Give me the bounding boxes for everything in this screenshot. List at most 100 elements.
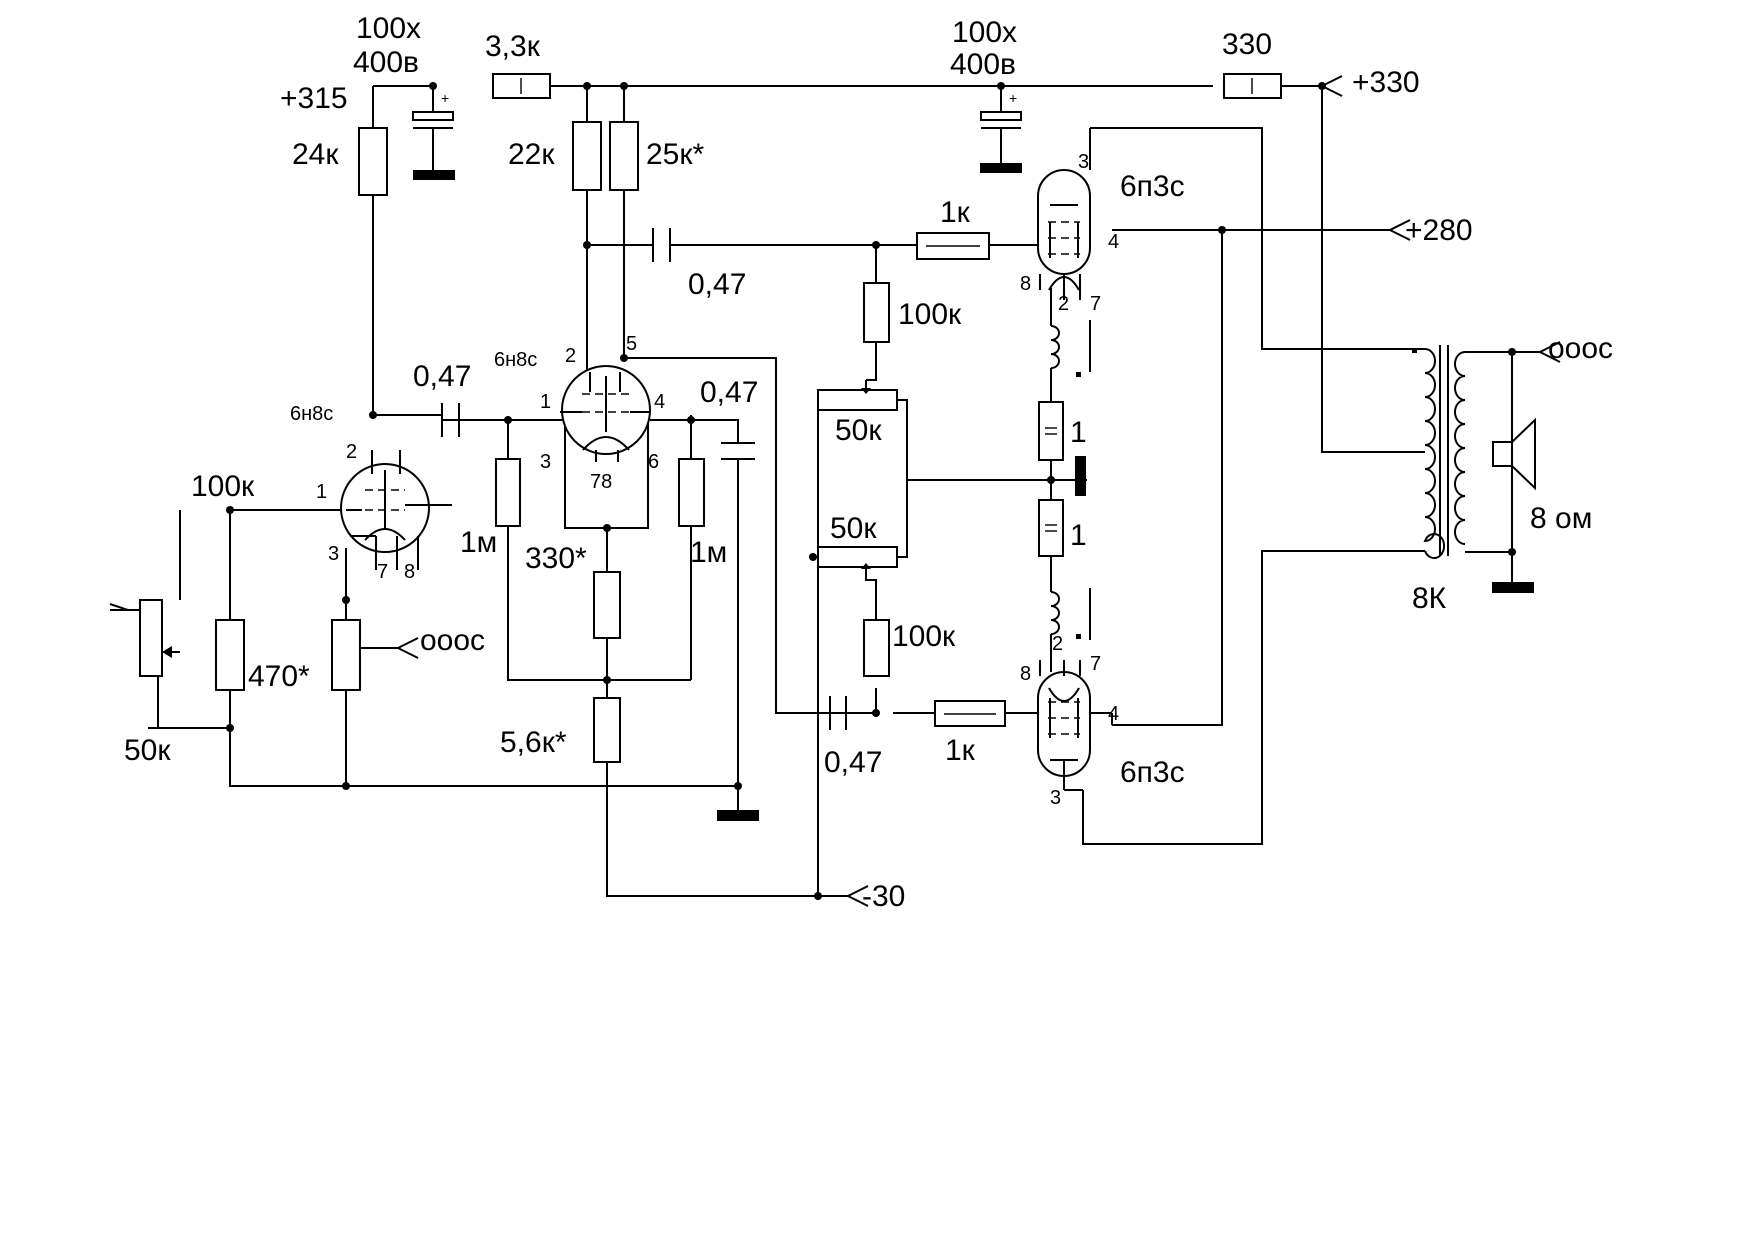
pin-labels: 2 1 3 7 8 2 5 1 4 3 6 78 3 4 8 2 7 2 7 8… xyxy=(316,151,1119,809)
pin-label: 3 xyxy=(1078,151,1089,173)
resistor-1-bot xyxy=(1038,499,1064,557)
label-pot-50k-bot: 50к xyxy=(830,512,877,545)
label-c1-voltage: 400в xyxy=(353,46,419,79)
pin-label: 2 xyxy=(1058,293,1069,315)
label-r-25k: 25к* xyxy=(646,138,704,171)
label-r-1m-right: 1м xyxy=(690,536,727,569)
label-r-470: 470* xyxy=(248,660,310,693)
label-pot-50k-in: 50к xyxy=(124,734,171,767)
choke-bottom xyxy=(1050,588,1091,640)
resistor-5k6 xyxy=(593,697,621,763)
label-tube-v3: 6п3с xyxy=(1120,170,1185,203)
potentiometer-50k-bot xyxy=(817,546,898,568)
label-r-100k-top: 100к xyxy=(898,298,962,331)
label-r-1-bot: 1 xyxy=(1070,519,1087,552)
pin-label: 5 xyxy=(626,333,637,355)
tubes xyxy=(340,169,1113,791)
chokes xyxy=(1050,320,1091,640)
resistor-24k xyxy=(358,127,388,196)
potentiometer-50k-top xyxy=(817,389,898,411)
pin-label: 6 xyxy=(648,451,659,473)
label-r-100k-bot: 100к xyxy=(892,620,956,653)
label-minus30: -30 xyxy=(862,880,905,913)
potentiometers xyxy=(139,380,898,728)
label-c-047-right: 0,47 xyxy=(700,376,758,409)
label-r-100k-in: 100к xyxy=(191,470,255,503)
pin-label: 78 xyxy=(590,471,612,493)
ground-symbols xyxy=(717,456,1534,821)
resistor-100k-bot xyxy=(863,619,890,677)
pin-label: 3 xyxy=(1050,787,1061,809)
output-transformer xyxy=(1412,345,1466,559)
label-c1-value: 100х xyxy=(356,12,421,45)
label-c-047-bot: 0,47 xyxy=(824,746,882,779)
resistor-25k xyxy=(609,121,639,191)
component-labels: 100х 400в 100х 400в 3,3к 330 24к 22к 25к… xyxy=(124,12,1613,779)
resistor-1m-right xyxy=(678,458,705,527)
label-c-047-top: 0,47 xyxy=(688,268,746,301)
label-r-5k6: 5,6к* xyxy=(500,726,567,759)
ground-bar-bottom xyxy=(717,810,759,821)
label-r-330-cathode: 330* xyxy=(525,542,587,575)
pin-label: 7 xyxy=(1090,653,1101,675)
pin-label: 7 xyxy=(1090,293,1101,315)
pin-label: 8 xyxy=(404,561,415,583)
label-r-22k: 22к xyxy=(508,138,555,171)
label-plus280: +280 xyxy=(1405,214,1473,247)
resistor-470 xyxy=(331,619,361,691)
tube-labels: 6н8с 6н8с 6п3с 6п3с xyxy=(290,170,1185,789)
potentiometer-50k-input xyxy=(139,599,163,677)
label-pot-50k-top: 50к xyxy=(835,414,882,447)
ground-bar-mid xyxy=(1075,456,1086,496)
capacitor-047-right xyxy=(721,442,755,460)
label-tube-v2: 6н8с xyxy=(494,349,537,371)
label-transformer: 8К xyxy=(1412,582,1447,615)
pin-label: 4 xyxy=(1108,703,1119,725)
label-ooos-out: ооос xyxy=(1548,332,1613,365)
svg-text:+: + xyxy=(441,90,449,106)
tube-v4 xyxy=(1037,660,1113,791)
label-plus330: +330 xyxy=(1352,66,1420,99)
svg-text:+: + xyxy=(1009,90,1017,106)
pin-label: 1 xyxy=(540,391,551,413)
pin-label: 4 xyxy=(1108,231,1119,253)
label-r-1-top: 1 xyxy=(1070,416,1087,449)
choke-top xyxy=(1050,320,1091,377)
supply-labels: +315 +330 +280 -30 xyxy=(280,66,1473,913)
tube-v3 xyxy=(1037,169,1091,300)
capacitor-100x-400v-1: + xyxy=(412,90,455,180)
pin-label: 7 xyxy=(377,561,388,583)
tube-v2 xyxy=(560,365,651,462)
pin-label: 4 xyxy=(654,391,665,413)
capacitors: + + xyxy=(412,90,1022,730)
label-ooos-in: ооос xyxy=(420,624,485,657)
pin-label: 3 xyxy=(328,543,339,565)
capacitor-047-bot xyxy=(776,696,864,730)
label-plus315: +315 xyxy=(280,82,348,115)
resistor-22k xyxy=(572,121,602,191)
pin-label: 8 xyxy=(1020,273,1031,295)
pin-label: 3 xyxy=(540,451,551,473)
junction-dots xyxy=(226,82,1516,900)
label-r-1k-top: 1к xyxy=(940,196,971,229)
label-r-1k-bot: 1к xyxy=(945,734,976,767)
ground-bar-speaker xyxy=(1492,582,1534,593)
resistor-100k-in xyxy=(215,619,245,691)
wires xyxy=(109,75,1561,907)
pin-label: 1 xyxy=(316,481,327,503)
speaker-icon xyxy=(1492,352,1536,552)
label-tube-v4: 6п3с xyxy=(1120,756,1185,789)
resistor-1-top xyxy=(1038,401,1064,461)
tube-v1 xyxy=(340,450,452,570)
label-c-047-mid: 0,47 xyxy=(413,360,471,393)
pin-label: 2 xyxy=(565,345,576,367)
label-speaker: 8 ом xyxy=(1530,502,1592,535)
pin-label: 2 xyxy=(1052,633,1063,655)
label-r-330: 330 xyxy=(1222,28,1272,61)
resistors xyxy=(215,73,1282,763)
label-r-24k: 24к xyxy=(292,138,339,171)
label-c2-value: 100х xyxy=(952,16,1017,49)
resistor-330-cathode xyxy=(593,571,621,639)
capacitor-047-top xyxy=(652,228,671,262)
